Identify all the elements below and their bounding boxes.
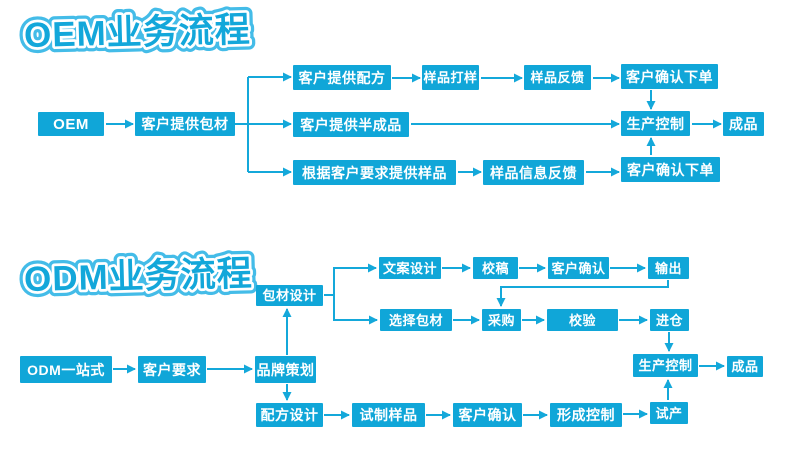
flow-node-sample-by-request: 根据客户要求提供样品 <box>293 160 456 185</box>
flow-node-copy-design: 文案设计 <box>379 257 441 279</box>
flow-node-confirm-order-top: 客户确认下单 <box>621 64 718 89</box>
flow-node-formula-design: 配方设计 <box>256 403 323 427</box>
flow-connector <box>496 280 669 307</box>
flow-node-customer-confirm-b: 客户确认 <box>453 403 522 427</box>
flow-node-sample-proofing: 样品打样 <box>422 65 479 90</box>
flow-node-customer-confirm-a: 客户确认 <box>548 257 609 279</box>
oem-flow-title: OEM业务流程 OEM业务流程 OEM业务流程 <box>18 4 258 61</box>
flow-node-production-control-1: 生产控制 <box>621 111 690 136</box>
oem-title-text: OEM业务流程 <box>24 10 252 55</box>
flow-node-production-control-2: 生产控制 <box>633 354 698 377</box>
odm-flow-title: ODM业务流程 ODM业务流程 ODM业务流程 <box>18 248 260 305</box>
flow-node-confirm-order-bottom: 客户确认下单 <box>621 157 720 182</box>
flow-node-sample-info-feedback: 样品信息反馈 <box>483 160 584 185</box>
flow-node-oem-label: OEM <box>38 112 104 136</box>
flow-node-customer-packaging: 客户提供包材 <box>135 112 235 136</box>
flow-node-forming-control: 形成控制 <box>550 403 622 427</box>
flow-node-verification: 校验 <box>547 309 618 331</box>
flow-connector <box>324 263 377 296</box>
odm-title-stroke: ODM业务流程 <box>24 254 254 299</box>
flow-node-finished-product-2: 成品 <box>727 356 763 377</box>
flow-node-proofreading: 校稿 <box>473 257 518 279</box>
flow-node-customer-formula: 客户提供配方 <box>293 65 391 90</box>
flow-node-odm-one-stop: ODM一站式 <box>20 356 112 383</box>
flow-node-trial-sample: 试制样品 <box>352 403 425 427</box>
flow-connector <box>333 295 378 325</box>
flow-node-customer-needs: 客户要求 <box>138 356 206 383</box>
flow-node-output: 输出 <box>648 257 689 279</box>
flow-node-trial-production: 试产 <box>650 402 688 424</box>
oem-title-stroke: OEM业务流程 <box>24 10 252 55</box>
flow-node-customer-semi: 客户提供半成品 <box>293 112 409 137</box>
flow-node-sample-feedback: 样品反馈 <box>524 65 591 90</box>
flow-node-packaging-design: 包材设计 <box>256 285 323 306</box>
flow-node-warehousing: 进仓 <box>650 309 689 331</box>
flow-node-purchasing: 采购 <box>482 309 521 331</box>
flow-node-brand-planning: 品牌策划 <box>255 356 316 383</box>
odm-title-text: ODM业务流程 <box>24 254 254 299</box>
flow-node-finished-product-1: 成品 <box>723 112 764 136</box>
flow-node-select-packaging: 选择包材 <box>380 309 452 331</box>
